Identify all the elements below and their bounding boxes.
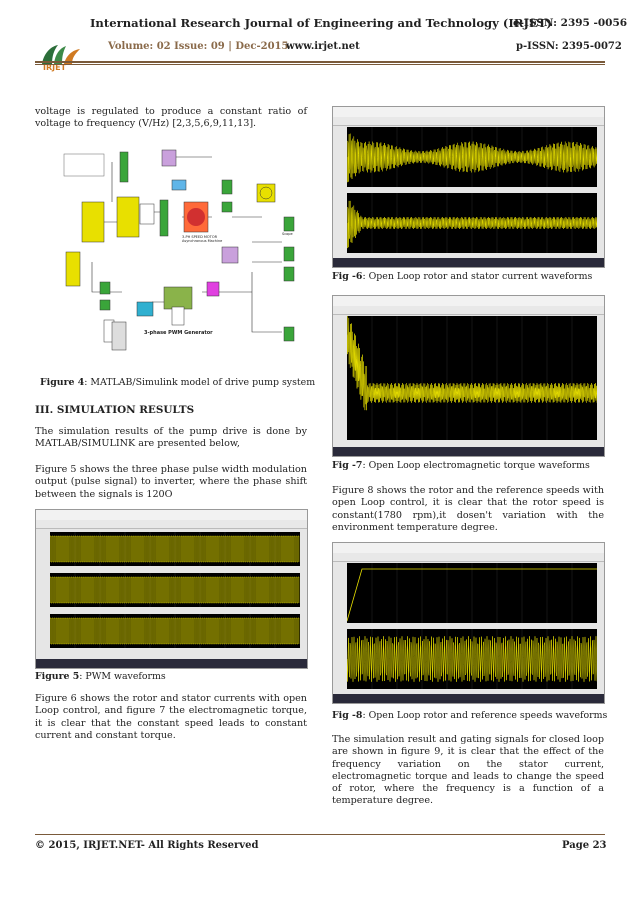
- cur2-svg: [346, 193, 598, 253]
- figure7-label: Fig -7: [332, 460, 363, 471]
- waveform-trace: [49, 535, 300, 563]
- paragraph-5: The simulation result and gating signals…: [332, 734, 604, 807]
- pwm2-svg: [49, 573, 300, 607]
- waveform-trace: [346, 568, 597, 622]
- pwm-scope-window: [35, 509, 308, 669]
- eissn: e-ISSN: 2395 -0056: [513, 17, 628, 29]
- waveform-trace: [346, 200, 598, 249]
- pwm-plot-3: [49, 614, 300, 648]
- figure6-caption: Fig -6: Open Loop rotor and stator curre…: [332, 271, 592, 282]
- pwm3-svg: [49, 614, 300, 648]
- taskbar: [333, 447, 604, 456]
- figure8-text: : Open Loop rotor and reference speeds w…: [362, 710, 608, 721]
- rotor-current-plot: [346, 127, 598, 187]
- spd1-svg: [346, 563, 597, 623]
- paragraph-1: The simulation results of the pump drive…: [35, 426, 307, 450]
- journal-url[interactable]: www.irjet.net: [286, 41, 360, 52]
- torque-scope-window: [332, 295, 605, 457]
- cur1-svg: [346, 127, 598, 187]
- speed-scope-window: [332, 542, 605, 704]
- scope-label: Scope: [282, 232, 293, 236]
- motor-label: 3-PH SPEED MOTOR Asynchronous Machine: [182, 235, 223, 243]
- footer-copyright: © 2015, IRJET.NET- All Rights Reserved: [35, 840, 259, 851]
- footer-divider: [35, 834, 605, 835]
- intro-paragraph: voltage is regulated to produce a consta…: [35, 106, 307, 130]
- torq-svg: [346, 311, 598, 440]
- waveform-trace: [346, 311, 598, 411]
- stator-current-plot: [346, 193, 598, 253]
- pissn: p-ISSN: 2395-0072: [516, 41, 622, 52]
- paragraph-3: Figure 6 shows the rotor and stator curr…: [35, 693, 307, 741]
- paragraph-2: Figure 5 shows the three phase pulse wid…: [35, 464, 307, 500]
- journal-title: International Research Journal of Engine…: [90, 16, 552, 30]
- scope-toolbar: [333, 553, 604, 562]
- volume-issue: Volume: 02 Issue: 09 | Dec-2015: [108, 41, 289, 52]
- pwm-plot-1: [49, 532, 300, 566]
- figure4-caption: Figure 4: MATLAB/Simulink model of drive…: [40, 377, 315, 388]
- pwm1-svg: [49, 532, 300, 566]
- figure5-caption: Figure 5: PWM waveforms: [35, 671, 166, 682]
- page-number: Page 23: [562, 840, 607, 851]
- scope-toolbar: [333, 117, 604, 126]
- waveform-trace: [346, 133, 598, 183]
- figure5-text: : PWM waveforms: [79, 671, 166, 682]
- scope-toolbar: [333, 306, 604, 315]
- figure8-label: Fig -8: [332, 710, 363, 721]
- figure7-text: : Open Loop electromagnetic torque wavef…: [362, 460, 590, 471]
- rotor-speed-plot: [346, 563, 597, 623]
- waveform-trace: [49, 617, 300, 645]
- current-scope-window: [332, 106, 605, 268]
- figure6-label: Fig -6: [332, 271, 363, 282]
- figure7-caption: Fig -7: Open Loop electromagnetic torque…: [332, 460, 590, 471]
- pwm-plot-2: [49, 573, 300, 607]
- waveform-trace: [346, 636, 598, 682]
- reference-speed-plot: [346, 629, 598, 689]
- waveform-trace: [49, 576, 300, 604]
- figure4-label: Figure 4: [40, 377, 85, 388]
- paragraph-4: Figure 8 shows the rotor and the referen…: [332, 485, 604, 533]
- header-divider-thin: [35, 64, 605, 65]
- spd2-svg: [346, 629, 598, 689]
- figure6-text: : Open Loop rotor and stator current wav…: [362, 271, 593, 282]
- pwm-generator-label: 3-phase PWM Generator: [144, 330, 213, 336]
- simulink-blocks: [63, 149, 295, 351]
- irjet-logo-icon: [42, 45, 80, 64]
- figure4-text: : MATLAB/Simulink model of drive pump sy…: [84, 377, 316, 388]
- torque-plot: [346, 311, 598, 440]
- simulink-diagram: 3-phase PWM Generator 3-PH SPEED MOTOR A…: [52, 142, 302, 360]
- taskbar: [333, 258, 604, 267]
- figure8-caption: Fig -8: Open Loop rotor and reference sp…: [332, 710, 607, 721]
- logo-text: IRJET: [43, 63, 67, 72]
- section-heading: III. SIMULATION RESULTS: [35, 404, 195, 416]
- header-divider: [35, 61, 605, 63]
- scope-toolbar: [36, 520, 307, 529]
- taskbar: [36, 659, 307, 668]
- figure5-label: Figure 5: [35, 671, 80, 682]
- taskbar: [333, 694, 604, 703]
